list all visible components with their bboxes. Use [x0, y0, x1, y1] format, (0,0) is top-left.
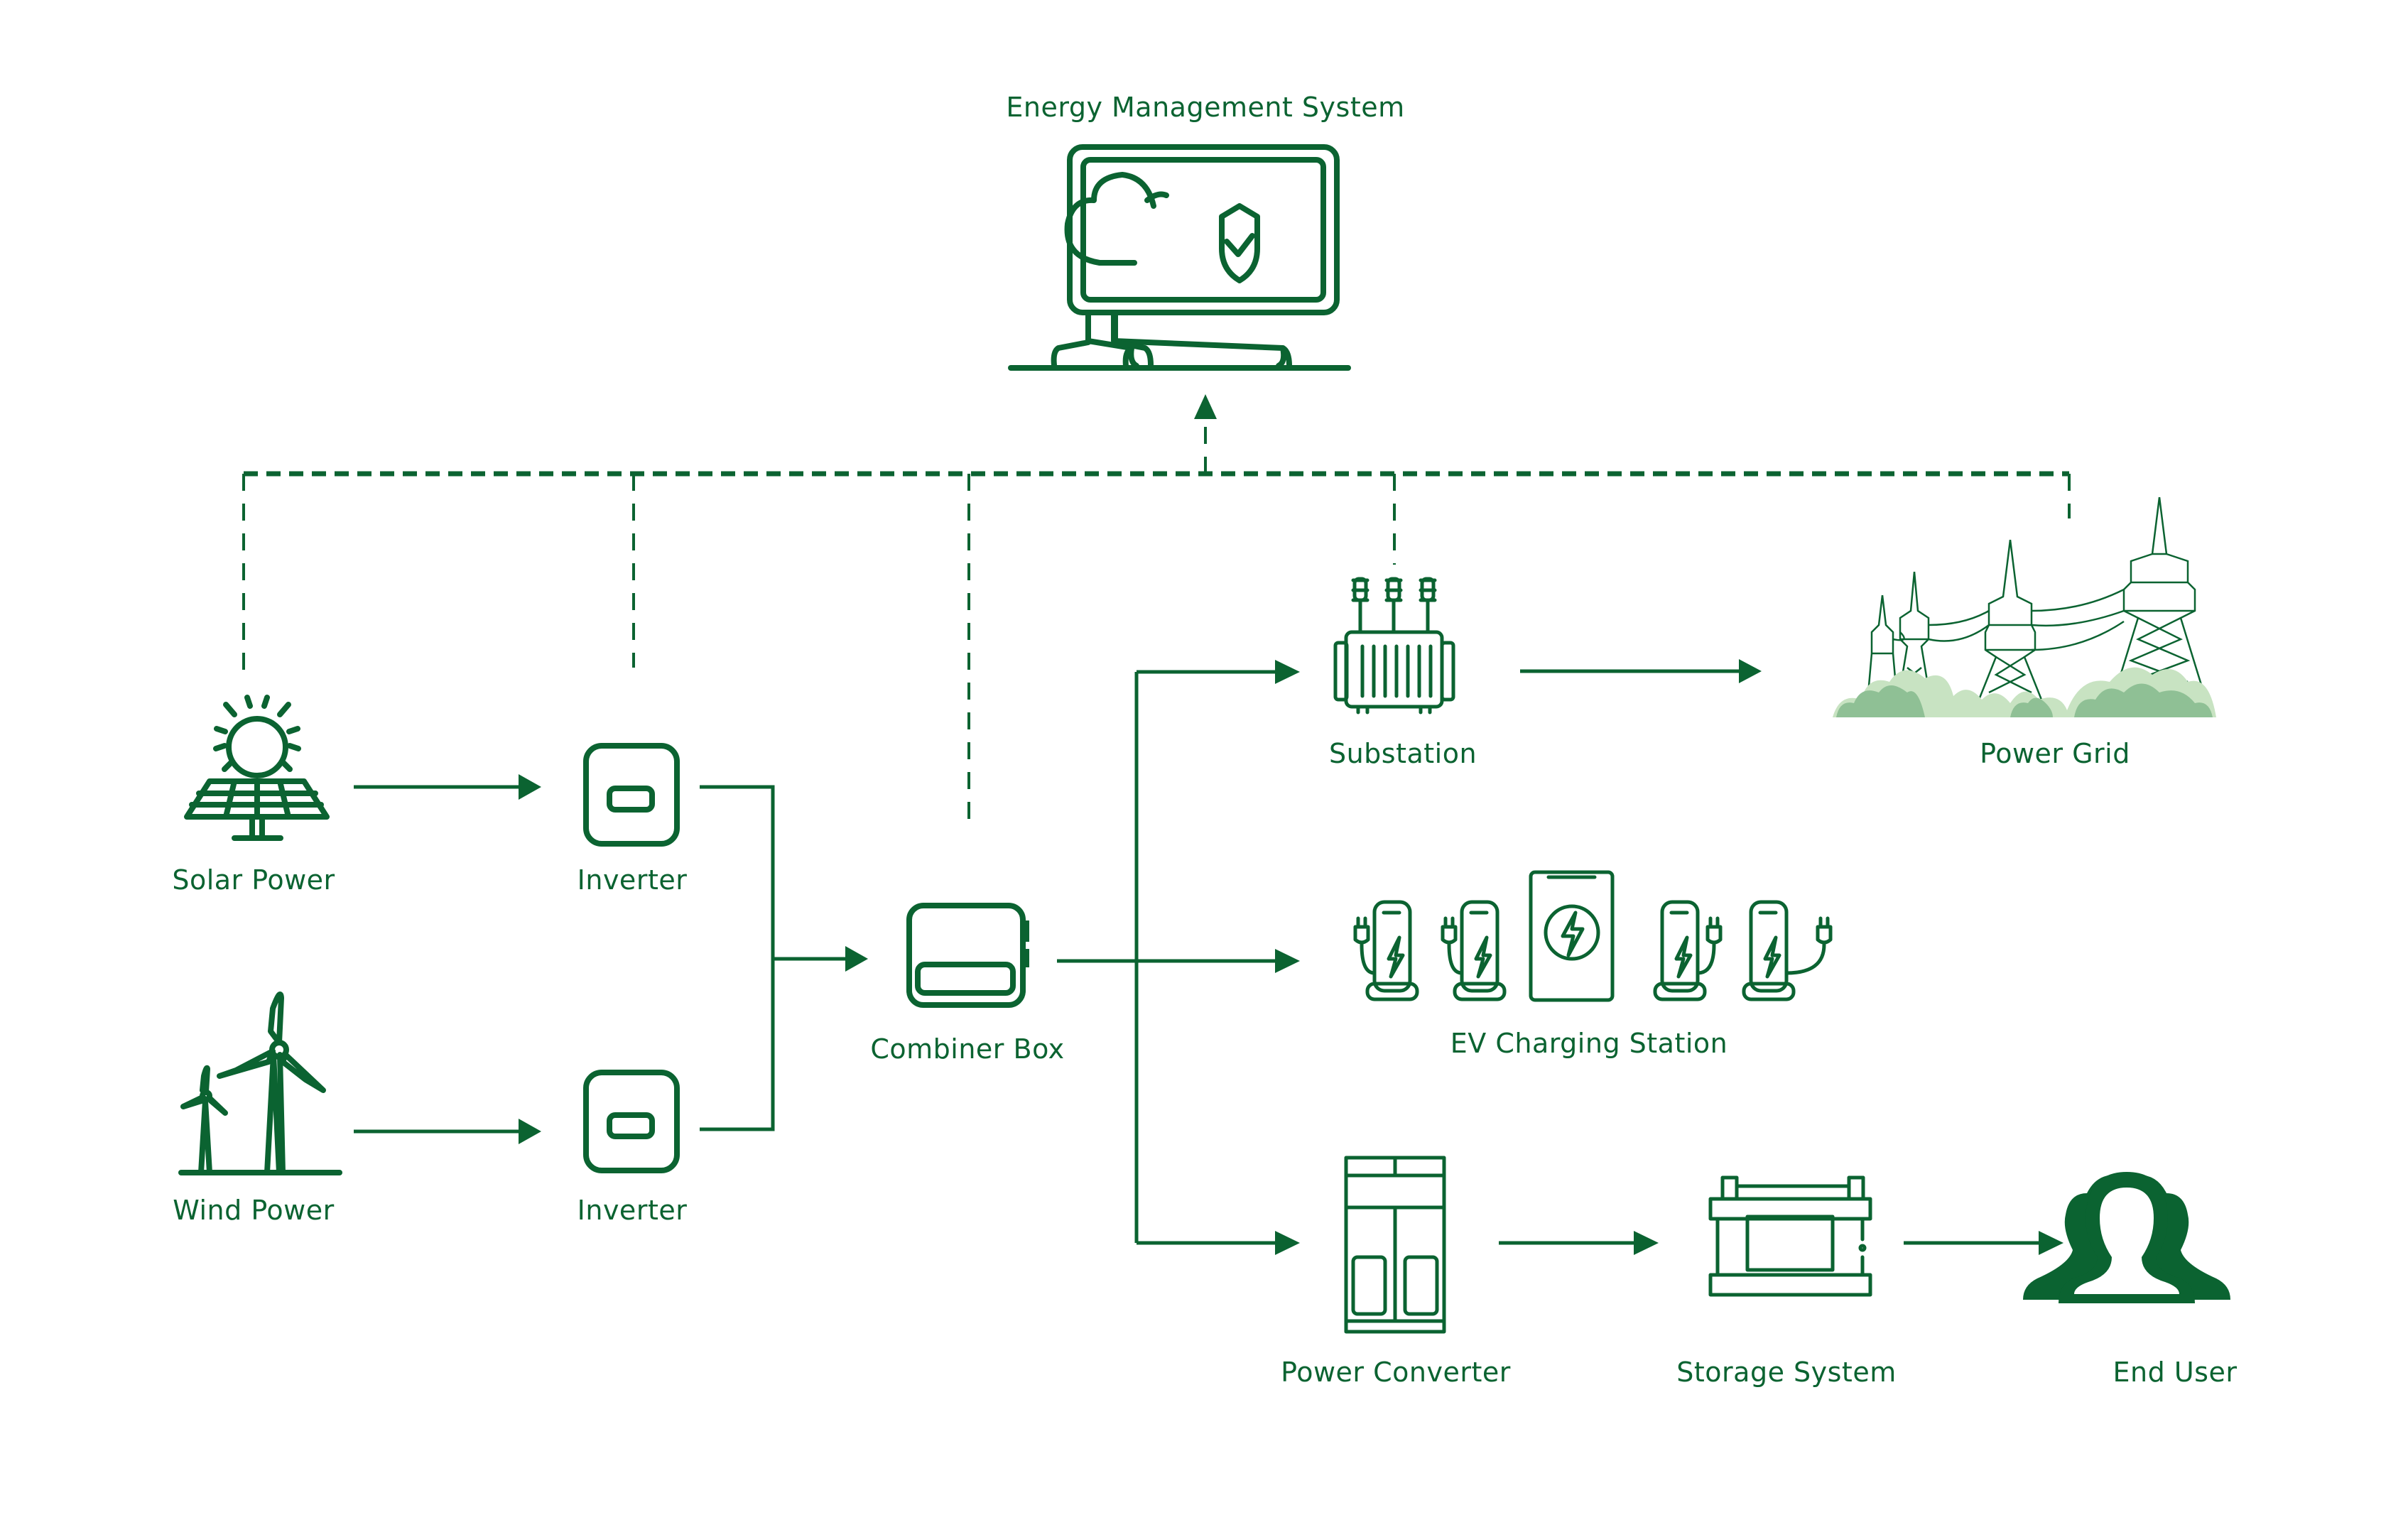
arrow-head: [1275, 949, 1300, 973]
arrow-head: [1634, 1231, 1659, 1255]
monitor-cloud-shield-icon: [1008, 144, 1351, 371]
arrow-head: [845, 946, 868, 972]
arrow-head: [1275, 660, 1300, 684]
battery-icon: [1708, 1175, 1872, 1297]
solar-panel-icon: [184, 695, 330, 841]
flow-inverters-combiner: [700, 785, 845, 1131]
inverter-label-2: Inverter: [577, 1195, 688, 1226]
power-converter-label: Power Converter: [1281, 1357, 1511, 1388]
combiner-box-icon: [906, 903, 1029, 1008]
user-group-icon: [2023, 1172, 2230, 1303]
storage-system-label: Storage System: [1676, 1357, 1897, 1388]
ev-charger-icon: [1353, 870, 1833, 1002]
inverter-label-1: Inverter: [577, 864, 688, 896]
solar-power-label: Solar Power: [172, 864, 335, 896]
power-flows: [354, 659, 2063, 1255]
inverter-icon: [583, 743, 680, 847]
combiner-box-label: Combiner Box: [870, 1033, 1065, 1065]
arrow-head-ems: [1194, 394, 1217, 419]
power-cabinet-icon: [1344, 1156, 1446, 1334]
wind-power-label: Wind Power: [173, 1195, 335, 1226]
power-grid-label: Power Grid: [1980, 738, 2130, 769]
ev-charging-station-label: EV Charging Station: [1450, 1028, 1728, 1059]
ems-label: Energy Management System: [1006, 92, 1405, 123]
arrow-head: [519, 774, 541, 800]
arrow-head: [1739, 659, 1762, 683]
data-links: [242, 394, 2071, 824]
end-user-label: End User: [2113, 1357, 2238, 1388]
inverter-icon: [583, 1070, 680, 1173]
flow-combiner-branches: [1057, 670, 1275, 1245]
arrow-head: [519, 1119, 541, 1144]
transmission-tower-icon: [1833, 496, 2216, 717]
transformer-icon: [1333, 577, 1455, 715]
arrow-head: [2039, 1231, 2063, 1255]
substation-label: Substation: [1328, 738, 1477, 769]
wind-turbine-icon: [178, 992, 342, 1175]
arrow-head: [1275, 1231, 1300, 1255]
